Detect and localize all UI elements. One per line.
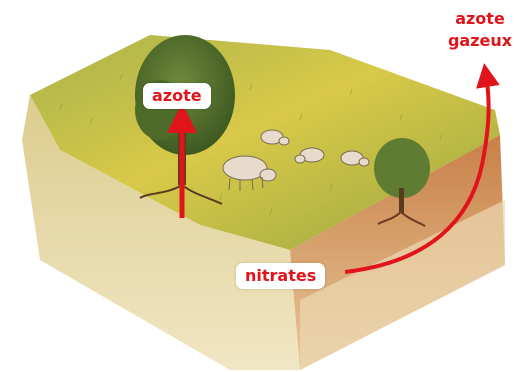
gas-label-line2: gazeux [440,30,520,52]
soil-label: nitrates [236,263,325,289]
gas-label: azote gazeux [440,8,520,52]
tree-label: azote [143,83,211,109]
gas-label-line1: azote [440,8,520,30]
